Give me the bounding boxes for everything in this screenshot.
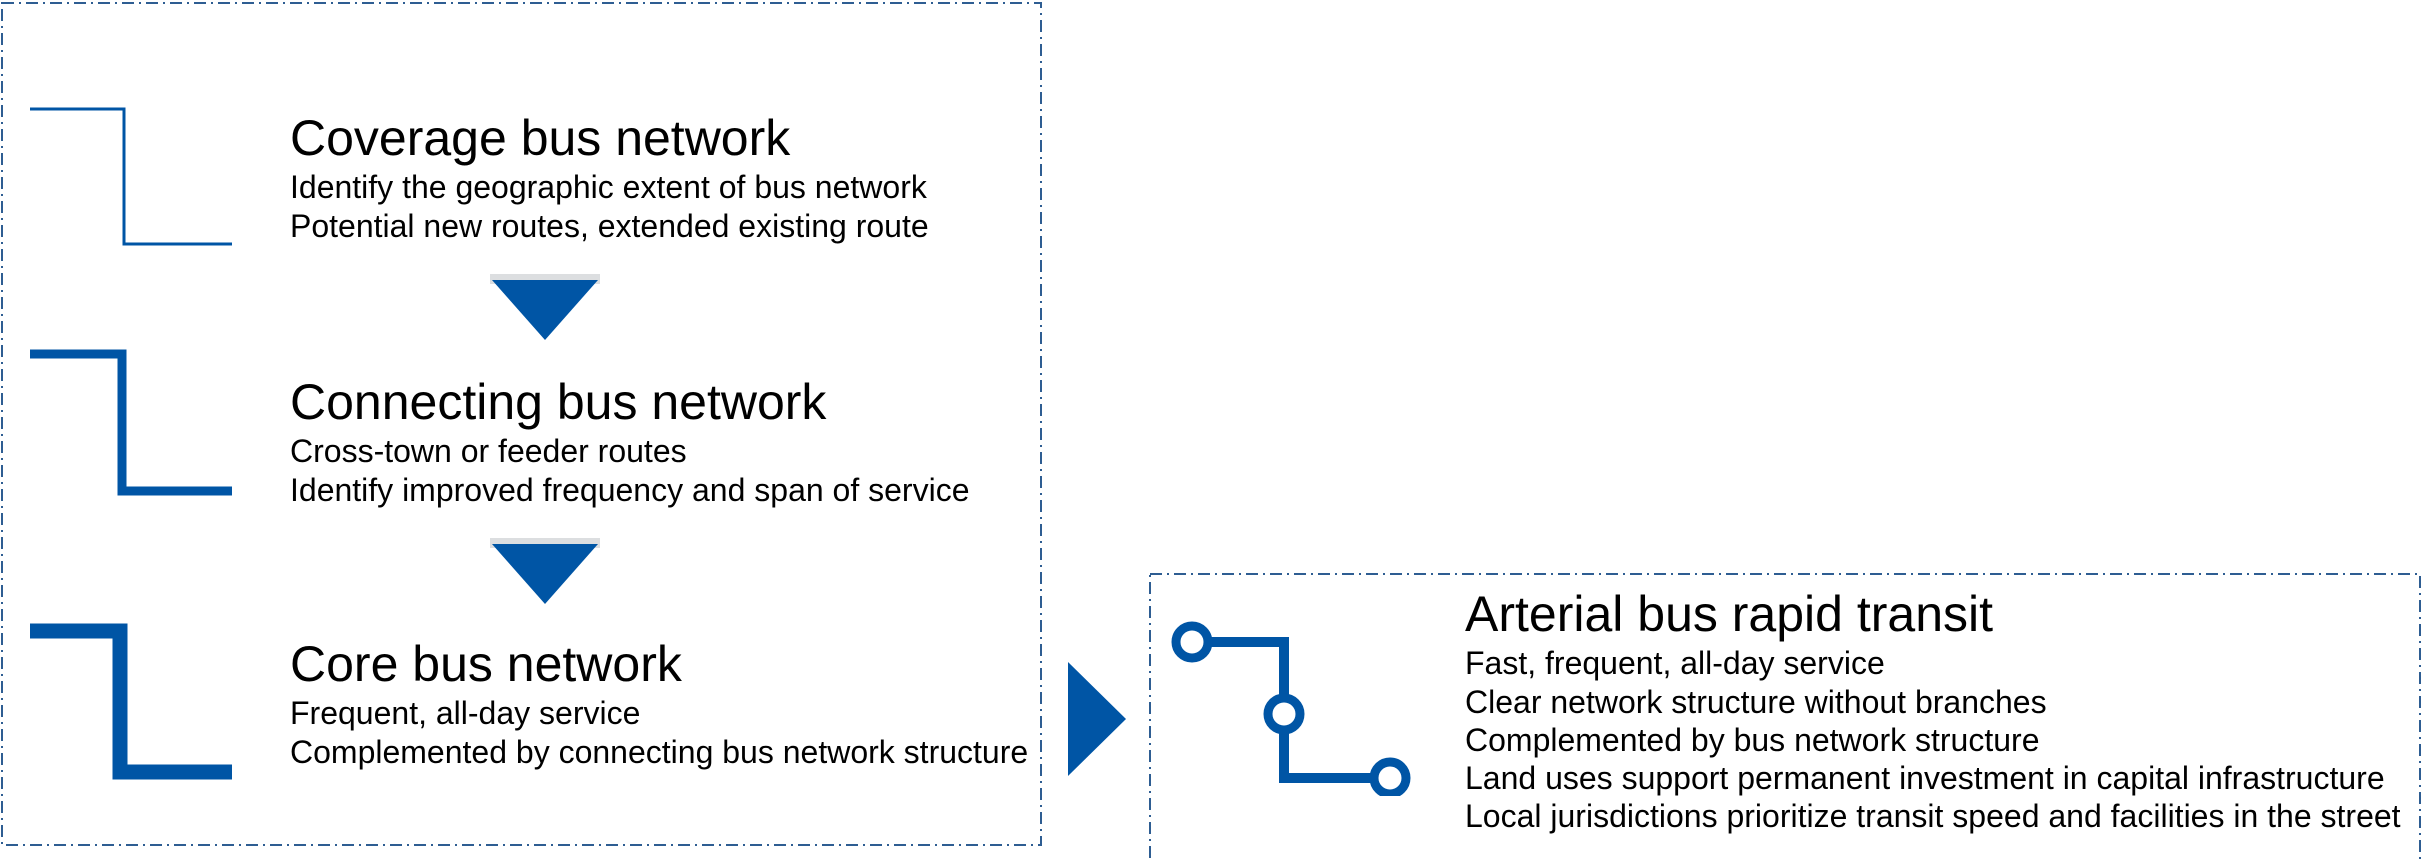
thick-step-line-icon: [30, 623, 232, 780]
stage-title-connecting: Connecting bus network: [290, 374, 827, 430]
thin-step-line-icon: [30, 107, 232, 246]
brt-title: Arterial bus rapid transit: [1465, 586, 1994, 642]
brt-line: Land uses support permanent investment i…: [1465, 760, 2385, 796]
stage-line: Frequent, all-day service: [290, 695, 641, 731]
stage-line: Identify the geographic extent of bus ne…: [290, 169, 927, 205]
brt-line: Local jurisdictions prioritize transit s…: [1465, 798, 2401, 834]
brt-line: Clear network structure without branches: [1465, 684, 2047, 720]
stage-line: Potential new routes, extended existing …: [290, 208, 929, 244]
stage-line: Complemented by connecting bus network s…: [290, 734, 1029, 770]
stage-title-coverage: Coverage bus network: [290, 110, 791, 166]
brt-frame: [1148, 572, 2424, 862]
right-triangle-arrow-icon: [1068, 662, 1126, 776]
transit-line-with-stations-icon: [1171, 621, 1411, 796]
down-triangle-arrow-icon: [490, 274, 600, 340]
medium-step-line-icon: [30, 349, 232, 496]
stage-line: Identify improved frequency and span of …: [290, 472, 970, 508]
down-triangle-arrow-icon: [490, 538, 600, 604]
brt-line: Fast, frequent, all-day service: [1465, 645, 1885, 681]
bus-network-frame: [0, 0, 1045, 848]
stage-line: Cross-town or feeder routes: [290, 433, 687, 469]
brt-line: Complemented by bus network structure: [1465, 722, 2040, 758]
stage-title-core: Core bus network: [290, 636, 682, 692]
